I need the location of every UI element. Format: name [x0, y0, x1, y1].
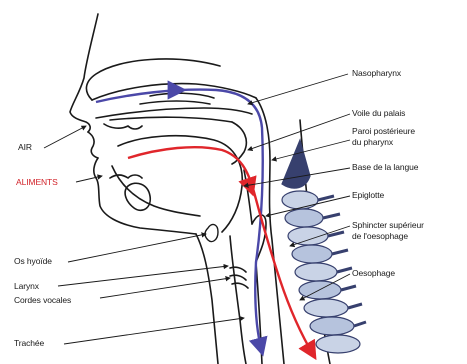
vertebra-top [282, 140, 310, 188]
leader-os-hyoide [68, 234, 206, 262]
turbinate-1 [150, 93, 214, 98]
vocal-cords-2 [230, 275, 246, 280]
forehead-nose-profile [70, 14, 98, 132]
label-epiglotte: Epiglotte [352, 190, 384, 200]
pharynx-inner-front [244, 170, 252, 224]
label-base-de-la-langue: Base de la langue [352, 162, 418, 172]
leader-nasopharynx [248, 74, 348, 104]
label-sphincter-2: de l'oesophage [352, 231, 408, 241]
teeth-lower [110, 175, 142, 178]
lower-lip-chin [94, 158, 196, 234]
leader-air [44, 126, 86, 148]
label-trachee: Trachée [14, 338, 44, 348]
leader-paroi [272, 140, 350, 160]
hard-palate [110, 117, 232, 122]
turbinate-2 [140, 101, 210, 104]
label-voile-du-palais: Voile du palais [352, 108, 405, 118]
label-sphincter-1: Sphincter supérieur [352, 220, 424, 230]
upper-lip [88, 132, 98, 158]
label-air: AIR [18, 142, 32, 152]
label-cordes-vocales: Cordes vocales [14, 295, 71, 305]
vocal-cords-3 [232, 283, 248, 288]
neck-front [196, 234, 218, 364]
teeth-upper [104, 124, 142, 129]
label-os-hyoide: Os hyoïde [14, 256, 52, 266]
label-paroi-posterieure-2: du pharynx [352, 137, 393, 147]
label-paroi-posterieure-1: Paroi postérieure [352, 126, 415, 136]
label-nasopharynx: Nasopharynx [352, 68, 401, 78]
air-path [96, 90, 263, 352]
larynx-front-wall [230, 236, 246, 364]
vocal-cords-1 [230, 267, 246, 272]
label-aliments: ALIMENTS [16, 177, 58, 187]
label-oesophage: Oesophage [352, 268, 395, 278]
leader-larynx [58, 266, 228, 286]
label-larynx: Larynx [14, 281, 39, 291]
leader-trachee [64, 318, 244, 344]
hyoid-bone [205, 225, 218, 242]
